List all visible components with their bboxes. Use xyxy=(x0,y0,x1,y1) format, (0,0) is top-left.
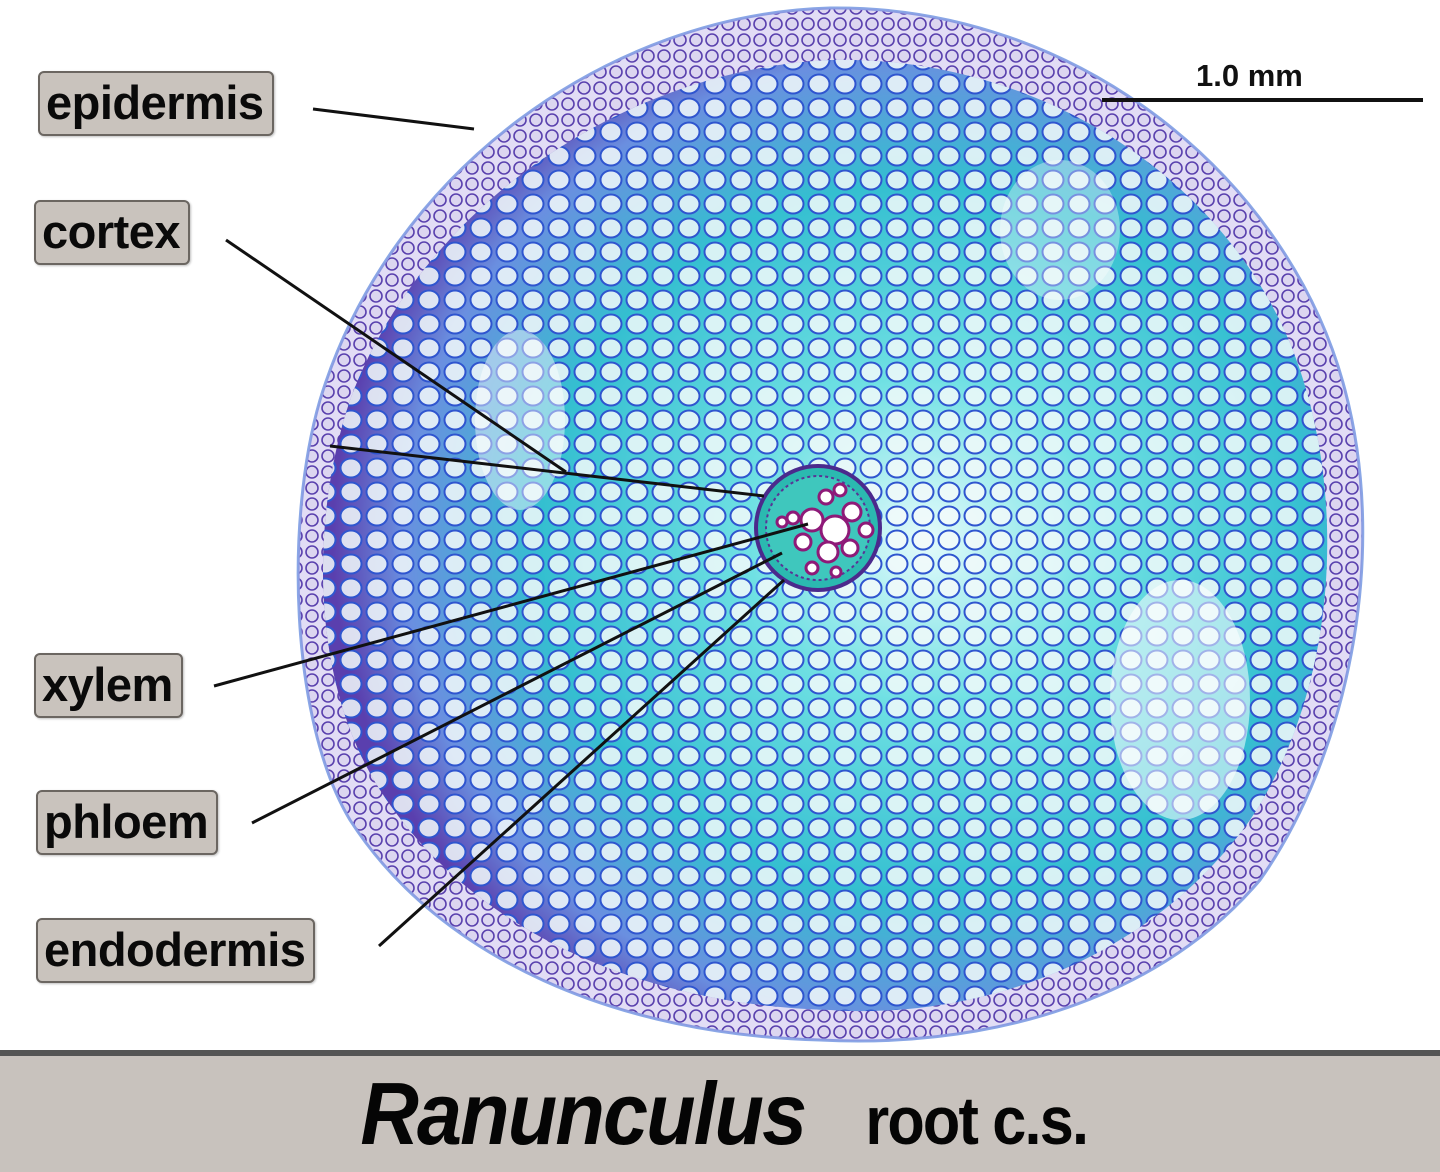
micrograph xyxy=(213,6,1365,1043)
label-epidermis: epidermis xyxy=(38,71,274,136)
figure-caption: Ranunculus root c.s. xyxy=(341,1070,1100,1158)
caption-description: root c.s. xyxy=(865,1083,1089,1159)
label-phloem: phloem xyxy=(36,790,219,855)
caption-genus: Ranunculus xyxy=(360,1064,807,1163)
label-cortex: cortex xyxy=(34,200,191,265)
label-endodermis: endodermis xyxy=(36,918,316,983)
leader-lines xyxy=(213,107,809,948)
scale-bar-label: 1.0 mm xyxy=(1196,58,1303,93)
root-cross-section-figure: epidermis cortex xylem phloem endodermis… xyxy=(34,6,1423,1043)
stele xyxy=(754,464,882,592)
scale-bar xyxy=(1102,98,1423,102)
label-xylem: xylem xyxy=(34,653,183,718)
caption-band: Ranunculus root c.s. xyxy=(0,1050,1440,1172)
